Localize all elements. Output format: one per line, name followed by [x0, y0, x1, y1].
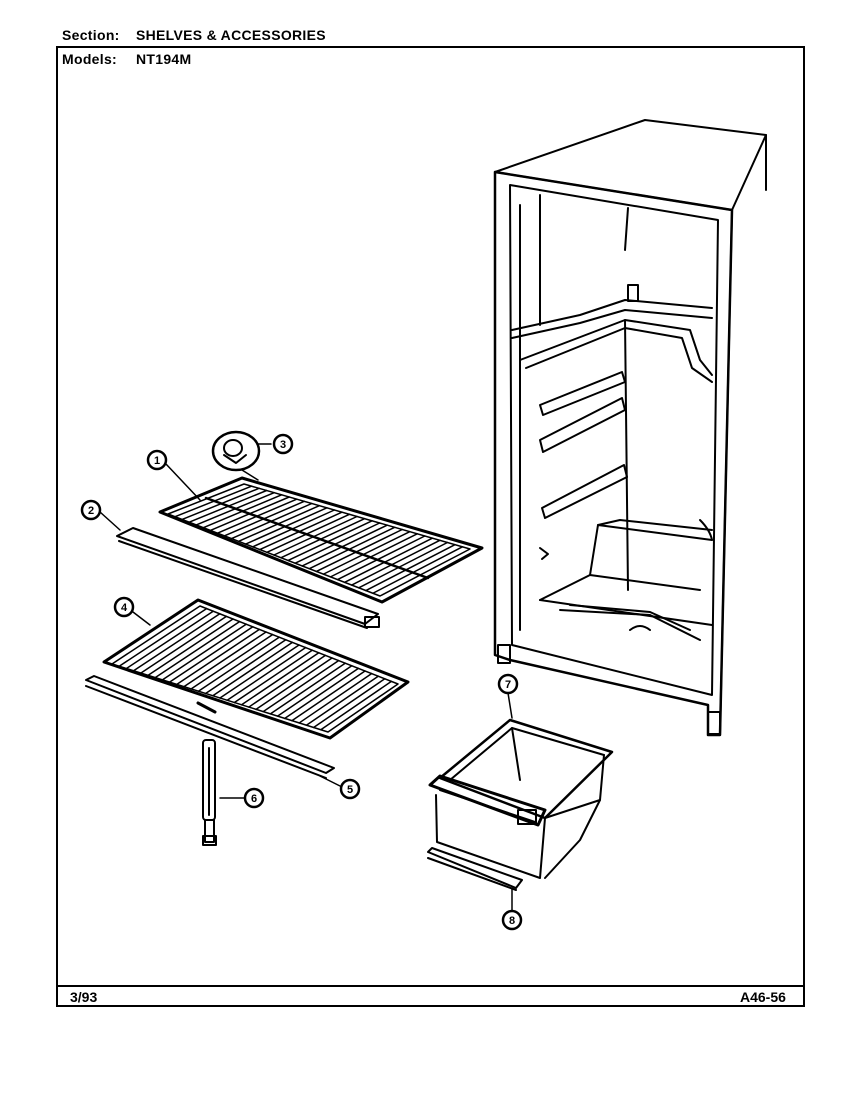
callout-number-1: 1: [154, 455, 160, 467]
shelf-wire: [294, 522, 381, 564]
footer-divider: [56, 985, 805, 987]
callout-number-3: 3: [280, 439, 286, 451]
upper-wire-shelf: [158, 476, 484, 604]
shelf-wire: [315, 528, 403, 573]
shelf-wire: [197, 636, 280, 692]
shelf-wire: [212, 641, 294, 697]
shelf-wire: [255, 657, 333, 711]
lower-wire-shelf: [102, 598, 410, 740]
footer-date: 3/93: [70, 989, 98, 1005]
shelf-wire: [132, 613, 221, 672]
shelf-wire: [308, 526, 396, 570]
shelf-wire: [190, 633, 274, 690]
shelf-wire: [266, 513, 351, 554]
callout-markers: 1 2 3 4 5 6 7 8: [80, 433, 523, 931]
shelf-wire: [248, 654, 327, 708]
shelf-wire: [161, 623, 247, 681]
shelf-wire: [140, 615, 228, 674]
shelf-wire: [372, 546, 464, 595]
shelf-wire: [287, 520, 373, 562]
shelf-front-trim: [116, 527, 380, 629]
shelf-wire: [262, 659, 340, 713]
models-header: Models: NT194M: [62, 51, 191, 67]
shelf-wire: [183, 631, 267, 688]
callout-circle-5: [339, 778, 361, 800]
section-value: SHELVES & ACCESSORIES: [136, 27, 326, 43]
shelf-wire: [284, 667, 360, 720]
leader-lines: [99, 443, 513, 911]
callout-number-4: 4: [121, 602, 128, 614]
shelf-wire: [240, 652, 320, 706]
models-label: Models:: [62, 51, 117, 67]
callout-circle-3: [272, 433, 294, 455]
shelf-wire: [118, 607, 208, 668]
shelf-wire: [320, 680, 393, 731]
shelf-wire: [276, 665, 353, 717]
callout-circle-6: [243, 787, 265, 809]
shelf-wire: [322, 530, 411, 575]
shelf-wire: [350, 539, 441, 586]
callout-circle-8: [501, 909, 523, 931]
shelf-wire: [176, 628, 261, 686]
shelf-wire: [336, 535, 426, 581]
callout-circle-1: [146, 449, 168, 471]
shelf-wire: [305, 675, 379, 726]
callout-number-2: 2: [88, 505, 94, 517]
callout-number-7: 7: [505, 679, 511, 691]
shelf-wire: [298, 672, 373, 724]
refrigerator-cabinet: [493, 119, 767, 737]
shelf-wire: [365, 543, 456, 592]
shelf-support-bracket: [202, 739, 217, 846]
shelf-wire: [259, 511, 343, 551]
models-value: NT194M: [136, 51, 192, 67]
crisper-pan: [428, 718, 614, 879]
crisper-trim-strip: [427, 847, 523, 891]
shelf-wire: [301, 524, 388, 567]
shelf-wire: [204, 639, 287, 695]
shelf-wire: [291, 670, 366, 722]
diagram-frame: [56, 46, 805, 1007]
shelf-wire: [233, 649, 313, 704]
callout-circle-7: [497, 673, 519, 695]
shelf-end-cap: [211, 430, 261, 481]
callout-number-5: 5: [347, 784, 353, 796]
section-label: Section:: [62, 27, 120, 43]
shelf-wire: [273, 515, 358, 556]
shelf-wire: [343, 537, 434, 584]
section-header: Section: SHELVES & ACCESSORIES: [62, 27, 326, 43]
shelf-wire: [329, 533, 419, 578]
shelf-wire: [219, 644, 300, 699]
shelf-wire: [147, 618, 234, 677]
callout-circle-2: [80, 499, 102, 521]
shelf-wire: [226, 646, 307, 702]
callout-circle-4: [113, 596, 135, 618]
callout-number-8: 8: [509, 915, 515, 927]
shelf-wire: [358, 541, 449, 589]
shelf-wire: [280, 517, 366, 559]
shelf-glide-rail: [85, 675, 335, 779]
shelf-wire: [168, 626, 254, 683]
shelf-wire: [269, 662, 346, 715]
shelf-wire: [154, 620, 241, 679]
shelf-wire: [312, 678, 386, 729]
shelf-wire: [125, 610, 214, 670]
callout-number-6: 6: [251, 793, 257, 805]
footer-page-code: A46-56: [740, 989, 786, 1005]
